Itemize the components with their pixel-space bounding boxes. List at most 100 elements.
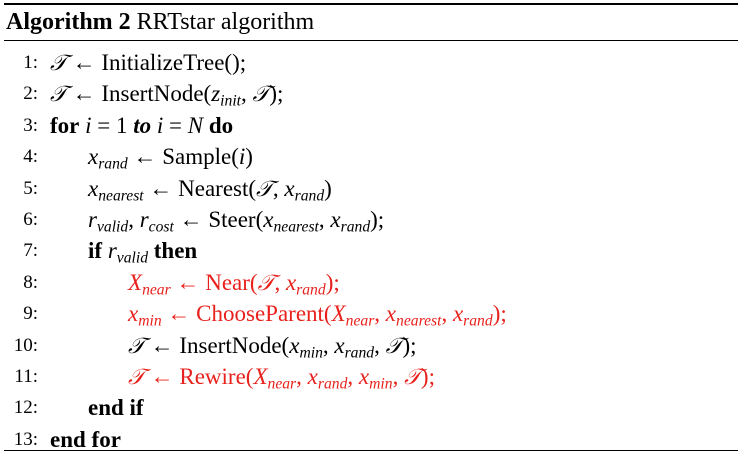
variable: x (330, 206, 341, 232)
line-number: 11: (14, 365, 38, 387)
keyword-to: to (133, 112, 152, 138)
function-name: ChooseParent( (196, 301, 332, 327)
subscript: near (267, 375, 297, 393)
assign-arrow: ← (150, 332, 174, 358)
variable: r (107, 238, 117, 264)
subscript: init (220, 93, 242, 111)
subscript: rand (98, 155, 128, 173)
tree-symbol: 𝒯 (50, 51, 67, 76)
line-code: 𝒯 ← InsertNode(xmin, xrand, 𝒯); (128, 330, 417, 362)
comma: , (374, 332, 380, 358)
tree-symbol: 𝒯 (257, 270, 275, 296)
function-name: Sample( (162, 144, 239, 170)
subscript: nearest (273, 218, 319, 236)
assign-arrow: ← (179, 206, 203, 232)
subscript: min (369, 375, 393, 393)
tree-symbol: 𝒯 (50, 82, 67, 108)
algorithm-line-highlighted: 8: Xnear ← Near(𝒯, xrand); (4, 267, 738, 298)
variable: x (263, 206, 274, 232)
variable: i (238, 144, 246, 170)
variable: r (88, 206, 97, 232)
line-code: end for (50, 424, 121, 455)
line-number: 12: (13, 397, 38, 419)
subscript: near (142, 281, 171, 299)
line-number: 8: (23, 271, 38, 293)
comma: , (128, 206, 134, 232)
line-number: 13: (13, 428, 38, 450)
function-name: InsertNode( (101, 81, 212, 107)
line-number: 4: (23, 146, 38, 168)
algorithm-line: 2: 𝒯 ← InsertNode(zinit, 𝒯); (4, 78, 738, 109)
variable: x (307, 363, 318, 389)
comma: , (241, 81, 247, 107)
comma: , (374, 301, 381, 327)
line-number: 5: (23, 177, 38, 199)
assign-arrow: ← (149, 175, 173, 201)
function-name: Steer( (208, 206, 264, 232)
subscript: valid (116, 250, 149, 268)
close: ) (324, 175, 332, 201)
line-number: 1: (23, 52, 38, 73)
keyword-if: if (88, 238, 103, 264)
top-rule (4, 3, 738, 5)
variable: x (128, 301, 139, 327)
line-code: 𝒯 ← Rewire(Xnear, xrand, xmin, 𝒯); (128, 361, 435, 393)
comma: , (296, 363, 302, 389)
variable: X (253, 363, 268, 389)
comma: , (347, 363, 354, 389)
algorithm-line: 6: rvalid, rcost ← Steer(xnearest, xrand… (4, 204, 738, 235)
variable: N (187, 112, 204, 138)
comma: , (272, 175, 279, 201)
subscript: rand (340, 218, 371, 236)
line-number: 2: (23, 83, 38, 105)
subscript: cost (148, 218, 174, 236)
assign-arrow: ← (150, 363, 174, 389)
algorithm-line: 10: 𝒯 ← InsertNode(xmin, xrand, 𝒯); (4, 330, 738, 361)
subscript: rand (294, 187, 325, 205)
algorithm-label: Algorithm 2 (6, 9, 131, 35)
line-code: xmin ← ChooseParent(Xnear, xnearest, xra… (128, 298, 507, 329)
tree-symbol: 𝒯 (128, 364, 145, 390)
algorithm-line: 3: for i = 1 to i = N do (4, 110, 738, 141)
comma: , (392, 363, 399, 389)
keyword-end-if: end if (88, 395, 144, 421)
tree-symbol: 𝒯 (256, 176, 273, 202)
line-code: Xnear ← Near(𝒯, xrand); (128, 267, 340, 299)
line-code: 𝒯 ← InitializeTree(); (50, 47, 246, 79)
subscript: valid (96, 218, 129, 236)
assign-arrow: ← (72, 50, 96, 75)
variable: r (139, 206, 149, 232)
function-name: InsertNode( (179, 332, 290, 358)
algorithm-title: RRTstar algorithm (136, 9, 315, 35)
comma: , (318, 206, 325, 232)
comma: , (322, 332, 329, 358)
algorithm-line: 5: xnearest ← Nearest(𝒯, xrand) (4, 173, 738, 204)
subscript: nearest (396, 312, 442, 330)
variable: x (285, 269, 297, 295)
variable: x (88, 144, 99, 170)
variable: x (289, 332, 300, 358)
assign-arrow: ← (133, 144, 157, 170)
variable: z (211, 81, 221, 107)
close: ); (420, 363, 435, 389)
variable: x (385, 301, 397, 327)
algorithm-line-highlighted: 11: 𝒯 ← Rewire(Xnear, xrand, xmin, 𝒯); (4, 361, 738, 392)
line-code: if rvalid then (88, 235, 197, 266)
subscript: rand (296, 281, 326, 299)
function-name: Near( (205, 269, 258, 295)
algorithm-line: 12: end if (4, 392, 738, 423)
function-name: Rewire( (179, 363, 254, 389)
variable: x (452, 301, 464, 327)
subscript: rand (317, 375, 348, 393)
keyword-then: then (153, 238, 198, 264)
variable: X (128, 269, 143, 295)
tree-symbol: 𝒯 (252, 82, 270, 108)
line-code: xrand ← Sample(i) (88, 141, 253, 172)
line-code: rvalid, rcost ← Steer(xnearest, xrand); (88, 204, 384, 235)
function-name: Nearest( (178, 175, 257, 201)
function-call: InitializeTree(); (101, 50, 247, 75)
subscript: rand (463, 312, 493, 330)
variable: x (88, 175, 99, 201)
close: ); (325, 269, 340, 295)
keyword-do: do (208, 112, 234, 138)
